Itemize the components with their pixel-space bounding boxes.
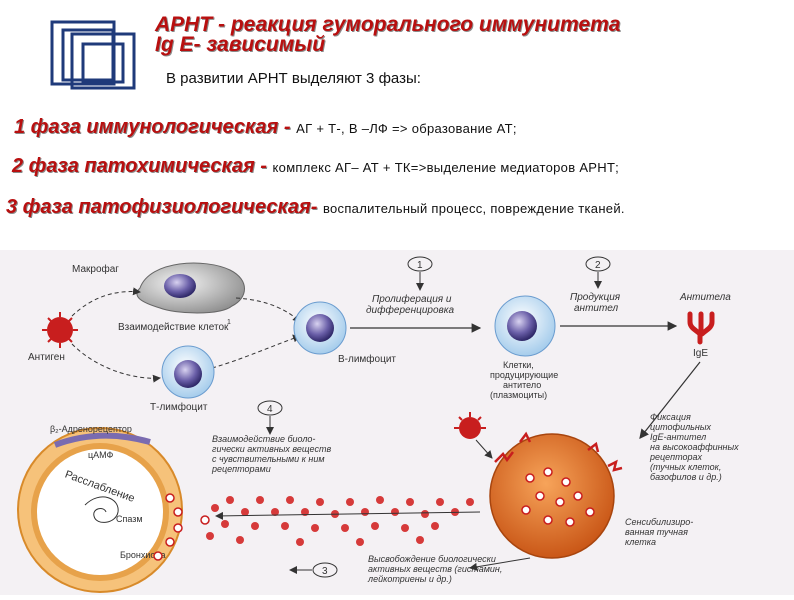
title-line-1: АРНТ - реакция гуморального иммунитета <box>155 13 621 36</box>
fixation-label-1: Фиксация <box>650 412 691 422</box>
arht-diagram: Макрофаг Взаимодействие клеток 1 Антиген… <box>0 250 794 595</box>
intro-text: В развитии АРНТ выделяют 3 фазы: <box>166 70 421 87</box>
bio-interaction-label-2: гически активных веществ <box>212 444 331 454</box>
bio-interaction-label-4: рецепторами <box>211 464 271 474</box>
step-4-marker: 4 <box>257 400 283 435</box>
plasma-label-1: Клетки, <box>503 360 534 370</box>
release-label-2: активных веществ (гистамин, <box>368 564 502 574</box>
svg-text:4: 4 <box>267 404 273 415</box>
prolif-label-1: Пролиферация и <box>372 293 452 305</box>
macrophage-label: Макрофаг <box>72 263 119 275</box>
fixation-label-6: (тучных клеток, <box>650 462 721 472</box>
interaction-sup: 1 <box>227 319 231 326</box>
ige-antibody-icon <box>687 311 715 345</box>
antigen-icon <box>42 312 78 348</box>
title-line-2: Ig E- зависимый <box>155 33 326 56</box>
phase-3: 3 фаза патофизиологическая- воспалительн… <box>6 196 625 219</box>
b-cell-label: В-лимфоцит <box>338 353 396 365</box>
mediator-granules <box>206 496 474 546</box>
antigen-label: Антиген <box>28 352 65 363</box>
plasma-cell <box>494 295 556 357</box>
logo-squares-icon <box>50 20 138 92</box>
svg-text:1: 1 <box>417 260 423 271</box>
phase-3-name: 3 фаза патофизиологическая- <box>6 196 323 218</box>
t-cell-label: Т-лимфоцит <box>150 401 208 413</box>
phase-2: 2 фаза патохимическая - комплекс АГ– АТ … <box>12 155 619 178</box>
ige-label: IgE <box>693 348 708 359</box>
mast-label-3: клетка <box>625 537 656 547</box>
camp-label: цАМФ <box>88 450 114 460</box>
prolif-label-2: дифференцировка <box>366 304 454 316</box>
step-2-marker: 2 <box>585 256 611 289</box>
mast-label-2: ванная тучная <box>625 527 688 537</box>
phase-3-text: воспалительный процесс, повреждение ткан… <box>322 201 625 216</box>
bio-interaction-label-3: с чувствительными к ним <box>212 454 325 464</box>
bronchiole-cell <box>17 427 183 593</box>
phase-1-text: АГ + Т-, В –ЛФ => образование АТ; <box>296 121 517 136</box>
phase-1: 1 фаза иммунологическая - АГ + Т-, В –ЛФ… <box>14 116 517 139</box>
phase-2-text: комплекс АГ– АТ + ТК=>выделение медиатор… <box>272 160 620 175</box>
fixation-label-5: рецепторах <box>649 452 703 462</box>
step-1-marker: 1 <box>407 256 433 291</box>
bronchiole-label: Бронхиола <box>120 550 165 560</box>
production-label-1: Продукция <box>570 292 621 303</box>
interaction-label: Взаимодействие клеток <box>118 322 229 333</box>
mast-cell-granules <box>521 467 595 527</box>
step-3-marker: 3 <box>289 562 338 578</box>
plasma-label-4: (плазмоциты) <box>490 390 547 400</box>
antibody-label: Антитела <box>679 292 731 303</box>
phase-2-name: 2 фаза патохимическая - <box>12 155 273 177</box>
beta-receptor-label: β₂-Адренорецептор <box>50 424 132 434</box>
macrophage-cell <box>136 262 245 314</box>
plasma-label-3: антитело <box>503 380 541 390</box>
mast-cell <box>489 431 623 559</box>
production-label-2: антител <box>574 303 619 314</box>
bio-interaction-label-1: Взаимодействие биоло- <box>212 434 315 444</box>
plasma-label-2: продуцирующие <box>490 370 558 380</box>
svg-text:2: 2 <box>595 260 601 271</box>
fixation-label-4: на высокоаффинных <box>650 442 739 452</box>
svg-text:3: 3 <box>322 566 328 577</box>
antigen-small-icon <box>454 412 493 459</box>
b-lymphocyte-cell <box>293 301 347 355</box>
fixation-label-7: базофилов и др.) <box>650 472 722 482</box>
fixation-label-3: IgE-антител <box>650 432 706 442</box>
release-label-3: лейкотриены и др.) <box>367 574 452 584</box>
mast-label-1: Сенсибилизиро- <box>625 517 693 527</box>
t-lymphocyte-cell <box>161 345 215 399</box>
fixation-label-2: цитофильных <box>650 422 711 432</box>
phase-1-name: 1 фаза иммунологическая - <box>14 116 297 138</box>
spasm-label: Спазм <box>116 514 143 524</box>
bronchiole-receptors <box>153 493 210 561</box>
release-label-1: Высвобождение биологически <box>368 554 496 564</box>
